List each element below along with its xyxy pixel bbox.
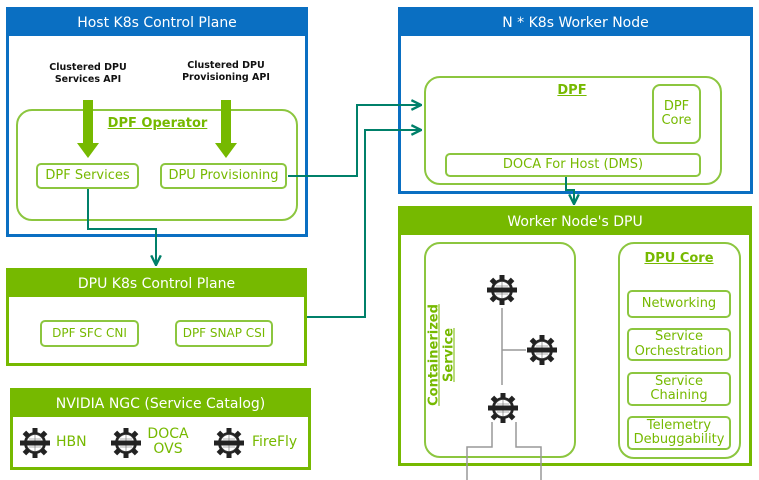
dpf-box — [424, 76, 722, 185]
dpu-core-service-orchestration: Service Orchestration — [627, 328, 731, 361]
dpu-title: Worker Node's DPU — [401, 209, 749, 235]
dpu-provisioning-box: DPU Provisioning — [160, 163, 287, 189]
service-gear-icon — [110, 427, 142, 459]
dpu-core-telemetry: Telemetry Debuggability — [627, 416, 731, 450]
dpf-operator-box — [16, 109, 298, 221]
provisioning-to-dpf-connector — [288, 105, 421, 177]
host-k8s-control-plane: Host K8s Control Plane — [6, 7, 308, 237]
dpu-cp-to-dpf-connector — [307, 130, 421, 318]
ngc-item-firefly: FireFly — [252, 434, 298, 450]
service-chain-lines — [466, 308, 542, 480]
dpf-sfc-cni-box: DPF SFC CNI — [40, 320, 139, 347]
ngc-item-hbn: HBN — [56, 434, 87, 450]
api-provisioning-label: Clustered DPU Provisioning API — [182, 60, 270, 84]
containerized-service-box — [424, 242, 576, 458]
dms-to-dpu-connector — [565, 177, 574, 204]
dpf-services-box: DPF Services — [36, 163, 139, 189]
api-provisioning-arrow — [215, 100, 237, 158]
service-gear-icon — [526, 334, 558, 366]
dpf-title: DPF — [557, 83, 587, 98]
dpu-k8s-control-plane: DPU K8s Control Plane — [6, 268, 307, 366]
dpu-cp-title: DPU K8s Control Plane — [9, 271, 304, 297]
worker-title: N * K8s Worker Node — [401, 10, 750, 36]
nvidia-ngc-catalog: NVIDIA NGC (Service Catalog) — [10, 388, 311, 470]
dpu-core-networking: Networking — [627, 290, 731, 318]
dpu-core-service-chaining: Service Chaining — [627, 372, 731, 406]
dpf-snap-csi-box: DPF SNAP CSI — [175, 320, 273, 347]
services-to-dpu-cp-connector — [87, 189, 156, 265]
api-services-arrow — [77, 100, 99, 158]
host-title: Host K8s Control Plane — [9, 10, 305, 36]
doca-for-host-box: DOCA For Host (DMS) — [445, 153, 701, 177]
dpf-core-box: DPF Core — [652, 84, 701, 144]
service-gear-icon — [487, 392, 519, 424]
dpu-core-box — [618, 242, 741, 459]
api-services-label: Clustered DPU Services API — [49, 62, 127, 86]
service-gear-icon — [213, 427, 245, 459]
ngc-item-doca-ovs: DOCA OVS — [147, 426, 189, 458]
service-gear-icon — [19, 427, 51, 459]
service-gear-icon — [486, 274, 518, 306]
dpu-core-title: DPU Core — [644, 251, 714, 266]
dpf-operator-title: DPF Operator — [107, 116, 208, 131]
ngc-title: NVIDIA NGC (Service Catalog) — [13, 391, 308, 417]
